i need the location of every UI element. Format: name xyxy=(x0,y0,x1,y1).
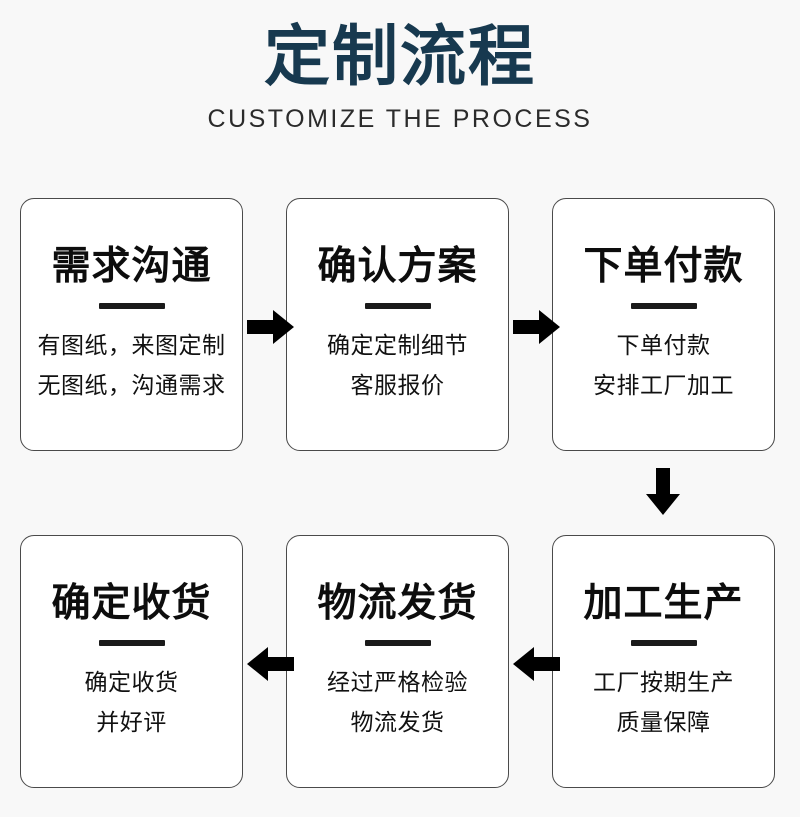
arrow-right-icon xyxy=(247,310,294,344)
step-detail-line: 确定定制细节 xyxy=(327,332,468,358)
divider xyxy=(98,640,165,646)
arrow-left-icon xyxy=(513,647,560,681)
divider xyxy=(98,303,165,309)
arrow-right-icon xyxy=(513,310,560,344)
divider xyxy=(364,303,431,309)
step-detail-line: 并好评 xyxy=(96,709,167,735)
step-detail-line: 无图纸，沟通需求 xyxy=(37,372,226,398)
step-detail-line: 质量保障 xyxy=(616,709,711,735)
step-detail-line: 安排工厂加工 xyxy=(593,372,734,398)
process-step-card-6: 确定收货 确定收货 并好评 xyxy=(20,535,243,788)
step-detail-line: 确定收货 xyxy=(84,669,179,695)
step-detail-line: 经过严格检验 xyxy=(327,669,468,695)
process-step-card-3: 下单付款 下单付款 安排工厂加工 xyxy=(552,198,775,451)
step-title: 下单付款 xyxy=(583,245,744,288)
page-title: 定制流程 xyxy=(264,19,536,93)
divider xyxy=(630,303,697,309)
step-title: 确定收货 xyxy=(51,582,212,625)
step-detail-line: 物流发货 xyxy=(350,709,445,735)
step-title: 确认方案 xyxy=(317,245,478,288)
process-flow-grid: 需求沟通 有图纸，来图定制 无图纸，沟通需求 确认方案 确定定制细节 客服报价 … xyxy=(20,198,776,788)
arrow-left-icon xyxy=(247,647,294,681)
page-header: 定制流程 CUSTOMIZE THE PROCESS xyxy=(0,0,800,170)
divider xyxy=(630,640,697,646)
divider xyxy=(364,640,431,646)
step-detail-line: 下单付款 xyxy=(616,332,711,358)
step-detail-line: 工厂按期生产 xyxy=(593,669,734,695)
process-step-card-4: 加工生产 工厂按期生产 质量保障 xyxy=(552,535,775,788)
process-step-card-5: 物流发货 经过严格检验 物流发货 xyxy=(286,535,509,788)
page-subtitle: CUSTOMIZE THE PROCESS xyxy=(207,105,593,133)
step-detail-line: 客服报价 xyxy=(350,372,445,398)
process-step-card-2: 确认方案 确定定制细节 客服报价 xyxy=(286,198,509,451)
step-detail-line: 有图纸，来图定制 xyxy=(37,332,226,358)
step-title: 物流发货 xyxy=(317,582,478,625)
process-step-card-1: 需求沟通 有图纸，来图定制 无图纸，沟通需求 xyxy=(20,198,243,451)
arrow-down-icon xyxy=(646,468,680,515)
step-title: 加工生产 xyxy=(583,582,744,625)
step-title: 需求沟通 xyxy=(51,245,212,288)
